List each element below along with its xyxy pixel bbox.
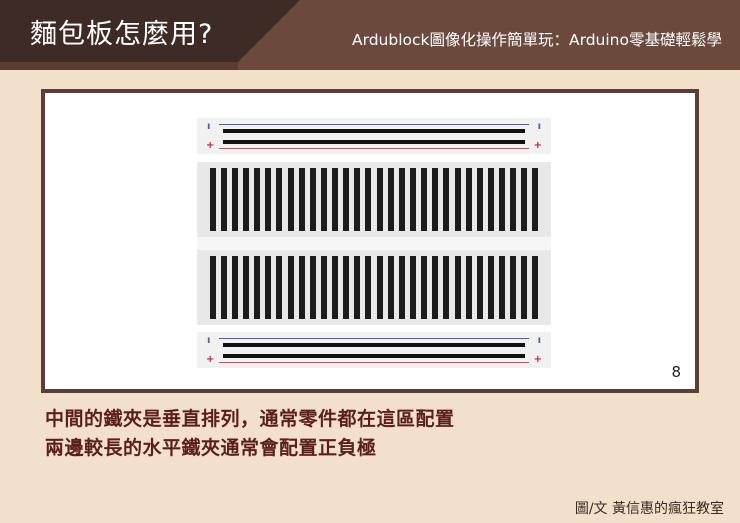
terminal-strip-lower — [197, 250, 551, 325]
vertical-clip — [432, 256, 439, 319]
vertical-clip — [510, 168, 517, 231]
vertical-clip — [499, 168, 506, 231]
vertical-clip — [265, 168, 272, 231]
vertical-clip — [521, 168, 528, 231]
vertical-clip — [343, 256, 350, 319]
vertical-clip — [287, 256, 294, 319]
vertical-clip — [276, 256, 283, 319]
vertical-clip — [387, 168, 394, 231]
vertical-clip — [332, 256, 339, 319]
rail-plus-line — [219, 362, 529, 363]
vertical-clip — [231, 168, 238, 231]
rail-minus-sign: ı — [537, 121, 541, 132]
vertical-clip — [454, 256, 461, 319]
vertical-clip — [499, 256, 506, 319]
vertical-clip — [320, 168, 327, 231]
vertical-clip — [443, 168, 450, 231]
vertical-clip — [476, 168, 483, 231]
vertical-clips-lower — [207, 256, 541, 319]
center-channel — [197, 237, 551, 250]
rail-minus-sign: ı — [207, 335, 211, 346]
vertical-clip — [443, 256, 450, 319]
vertical-clip — [254, 168, 261, 231]
vertical-clip — [309, 256, 316, 319]
vertical-clip — [465, 168, 472, 231]
vertical-clip — [387, 256, 394, 319]
vertical-clip — [376, 256, 383, 319]
page-title: 麵包板怎麼用? — [30, 19, 214, 50]
vertical-clip — [209, 168, 216, 231]
vertical-clip — [409, 256, 416, 319]
vertical-clip — [421, 168, 428, 231]
power-rail-bottom: ı ı + + — [197, 332, 551, 368]
vertical-clip — [465, 256, 472, 319]
vertical-clip — [254, 256, 261, 319]
vertical-clip — [231, 256, 238, 319]
vertical-clip — [487, 256, 494, 319]
rail-plus-sign: + — [533, 140, 542, 151]
vertical-clip — [332, 168, 339, 231]
vertical-clip — [521, 256, 528, 319]
caption-line-2: 兩邊較長的水平鐵夾通常會配置正負極 — [45, 437, 377, 459]
vertical-clip — [265, 256, 272, 319]
vertical-clip — [365, 256, 372, 319]
header: 麵包板怎麼用? Ardublock圖像化操作簡單玩：Arduino零基礎輕鬆學 — [0, 0, 740, 70]
vertical-clip — [242, 168, 249, 231]
terminal-strip-upper — [197, 162, 551, 237]
vertical-clip — [432, 168, 439, 231]
vertical-clip — [454, 168, 461, 231]
rail-plus-sign: + — [206, 140, 215, 151]
vertical-clip — [298, 256, 305, 319]
slide-number: 8 — [671, 363, 681, 381]
vertical-clip — [276, 168, 283, 231]
vertical-clip — [532, 168, 539, 231]
rail-hole-row — [223, 343, 525, 347]
vertical-clip — [220, 168, 227, 231]
breadboard-illustration: ı ı + + ı ı + + — [197, 118, 551, 368]
vertical-clip — [398, 168, 405, 231]
rail-minus-line — [219, 124, 529, 125]
page-subtitle: Ardublock圖像化操作簡單玩：Arduino零基礎輕鬆學 — [352, 31, 722, 49]
rail-minus-sign: ı — [207, 121, 211, 132]
rail-hole-row — [223, 140, 525, 144]
vertical-clip — [220, 256, 227, 319]
header-tab-edge — [0, 62, 238, 70]
vertical-clip — [398, 256, 405, 319]
vertical-clip — [320, 256, 327, 319]
rail-hole-row — [223, 354, 525, 358]
vertical-clip — [287, 168, 294, 231]
vertical-clip — [532, 256, 539, 319]
breadboard-figure: ı ı + + ı ı + + 8 — [41, 89, 699, 393]
rail-minus-sign: ı — [537, 335, 541, 346]
rail-hole-row — [223, 129, 525, 133]
vertical-clip — [209, 256, 216, 319]
vertical-clip — [242, 256, 249, 319]
rail-minus-line — [219, 338, 529, 339]
rail-plus-sign: + — [206, 354, 215, 365]
rail-plus-line — [219, 148, 529, 149]
vertical-clip — [343, 168, 350, 231]
caption-line-1: 中間的鐵夾是垂直排列，通常零件都在這區配置 — [45, 408, 455, 430]
vertical-clip — [487, 168, 494, 231]
power-rail-top: ı ı + + — [197, 118, 551, 154]
vertical-clip — [365, 168, 372, 231]
rail-plus-sign: + — [533, 354, 542, 365]
vertical-clip — [421, 256, 428, 319]
vertical-clip — [354, 256, 361, 319]
vertical-clip — [376, 168, 383, 231]
vertical-clip — [476, 256, 483, 319]
vertical-clip — [298, 168, 305, 231]
credit-text: 圖/文 黃信惠的瘋狂教室 — [574, 501, 724, 517]
vertical-clip — [309, 168, 316, 231]
vertical-clip — [409, 168, 416, 231]
vertical-clips-upper — [207, 168, 541, 231]
vertical-clip — [354, 168, 361, 231]
vertical-clip — [510, 256, 517, 319]
